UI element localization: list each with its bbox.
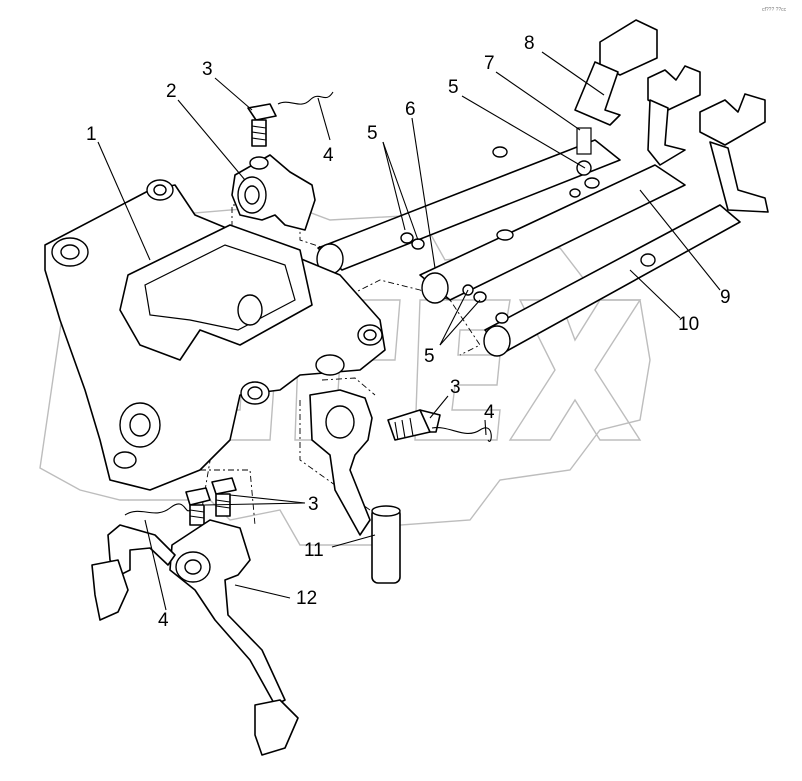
callout-5-lower: 5: [424, 346, 435, 367]
callout-4-middle: 4: [484, 402, 495, 423]
callout-8: 8: [524, 33, 535, 54]
bolt-3-bottom-right: [211, 477, 237, 517]
callout-11: 11: [304, 540, 324, 561]
callout-leaders: [97, 51, 721, 611]
shift-rail-6: [316, 139, 621, 275]
callout-3-top: 3: [202, 59, 213, 80]
callout-9: 9: [720, 287, 731, 308]
shift-fork-9: [647, 65, 701, 166]
shift-rail-9: [419, 164, 686, 304]
callout-3-bottom: 3: [308, 494, 319, 515]
callout-5-ball: 5: [448, 77, 459, 98]
callout-1: 1: [86, 124, 97, 145]
callout-12: 12: [296, 588, 317, 609]
lock-wire-4-top: [277, 91, 334, 105]
shift-fork-8: [574, 19, 658, 126]
bolt-3-bottom-left: [185, 487, 211, 526]
callout-4-top: 4: [323, 145, 334, 166]
lock-wire-4-bottom: [124, 503, 191, 516]
pedal-lever-12: [91, 519, 299, 756]
callout-10: 10: [678, 314, 699, 335]
bracket-housing-1: [44, 179, 386, 491]
callout-5-rail: 5: [367, 123, 378, 144]
bolt-3-top: [247, 103, 277, 170]
detent-ball-5b: [584, 177, 600, 189]
shift-rail-10: [462, 204, 741, 357]
callout-labels: 1 2 3 4 5 6 5 7 8 9 10 5 3 4 3 11 12 4: [86, 33, 731, 631]
clamp-lever-2: [231, 154, 316, 231]
callout-2: 2: [166, 81, 177, 102]
detent-spring-7: [576, 127, 592, 155]
shift-fork-10: [699, 93, 769, 213]
callout-6: 6: [405, 99, 416, 120]
callout-4-bottom: 4: [158, 610, 169, 631]
corner-code: cf??? ??cc: [762, 7, 787, 13]
callout-3-middle: 3: [450, 377, 461, 398]
selector-lever-11: [309, 389, 401, 584]
callout-7: 7: [484, 53, 495, 74]
lock-wire-4-middle: [431, 427, 492, 443]
